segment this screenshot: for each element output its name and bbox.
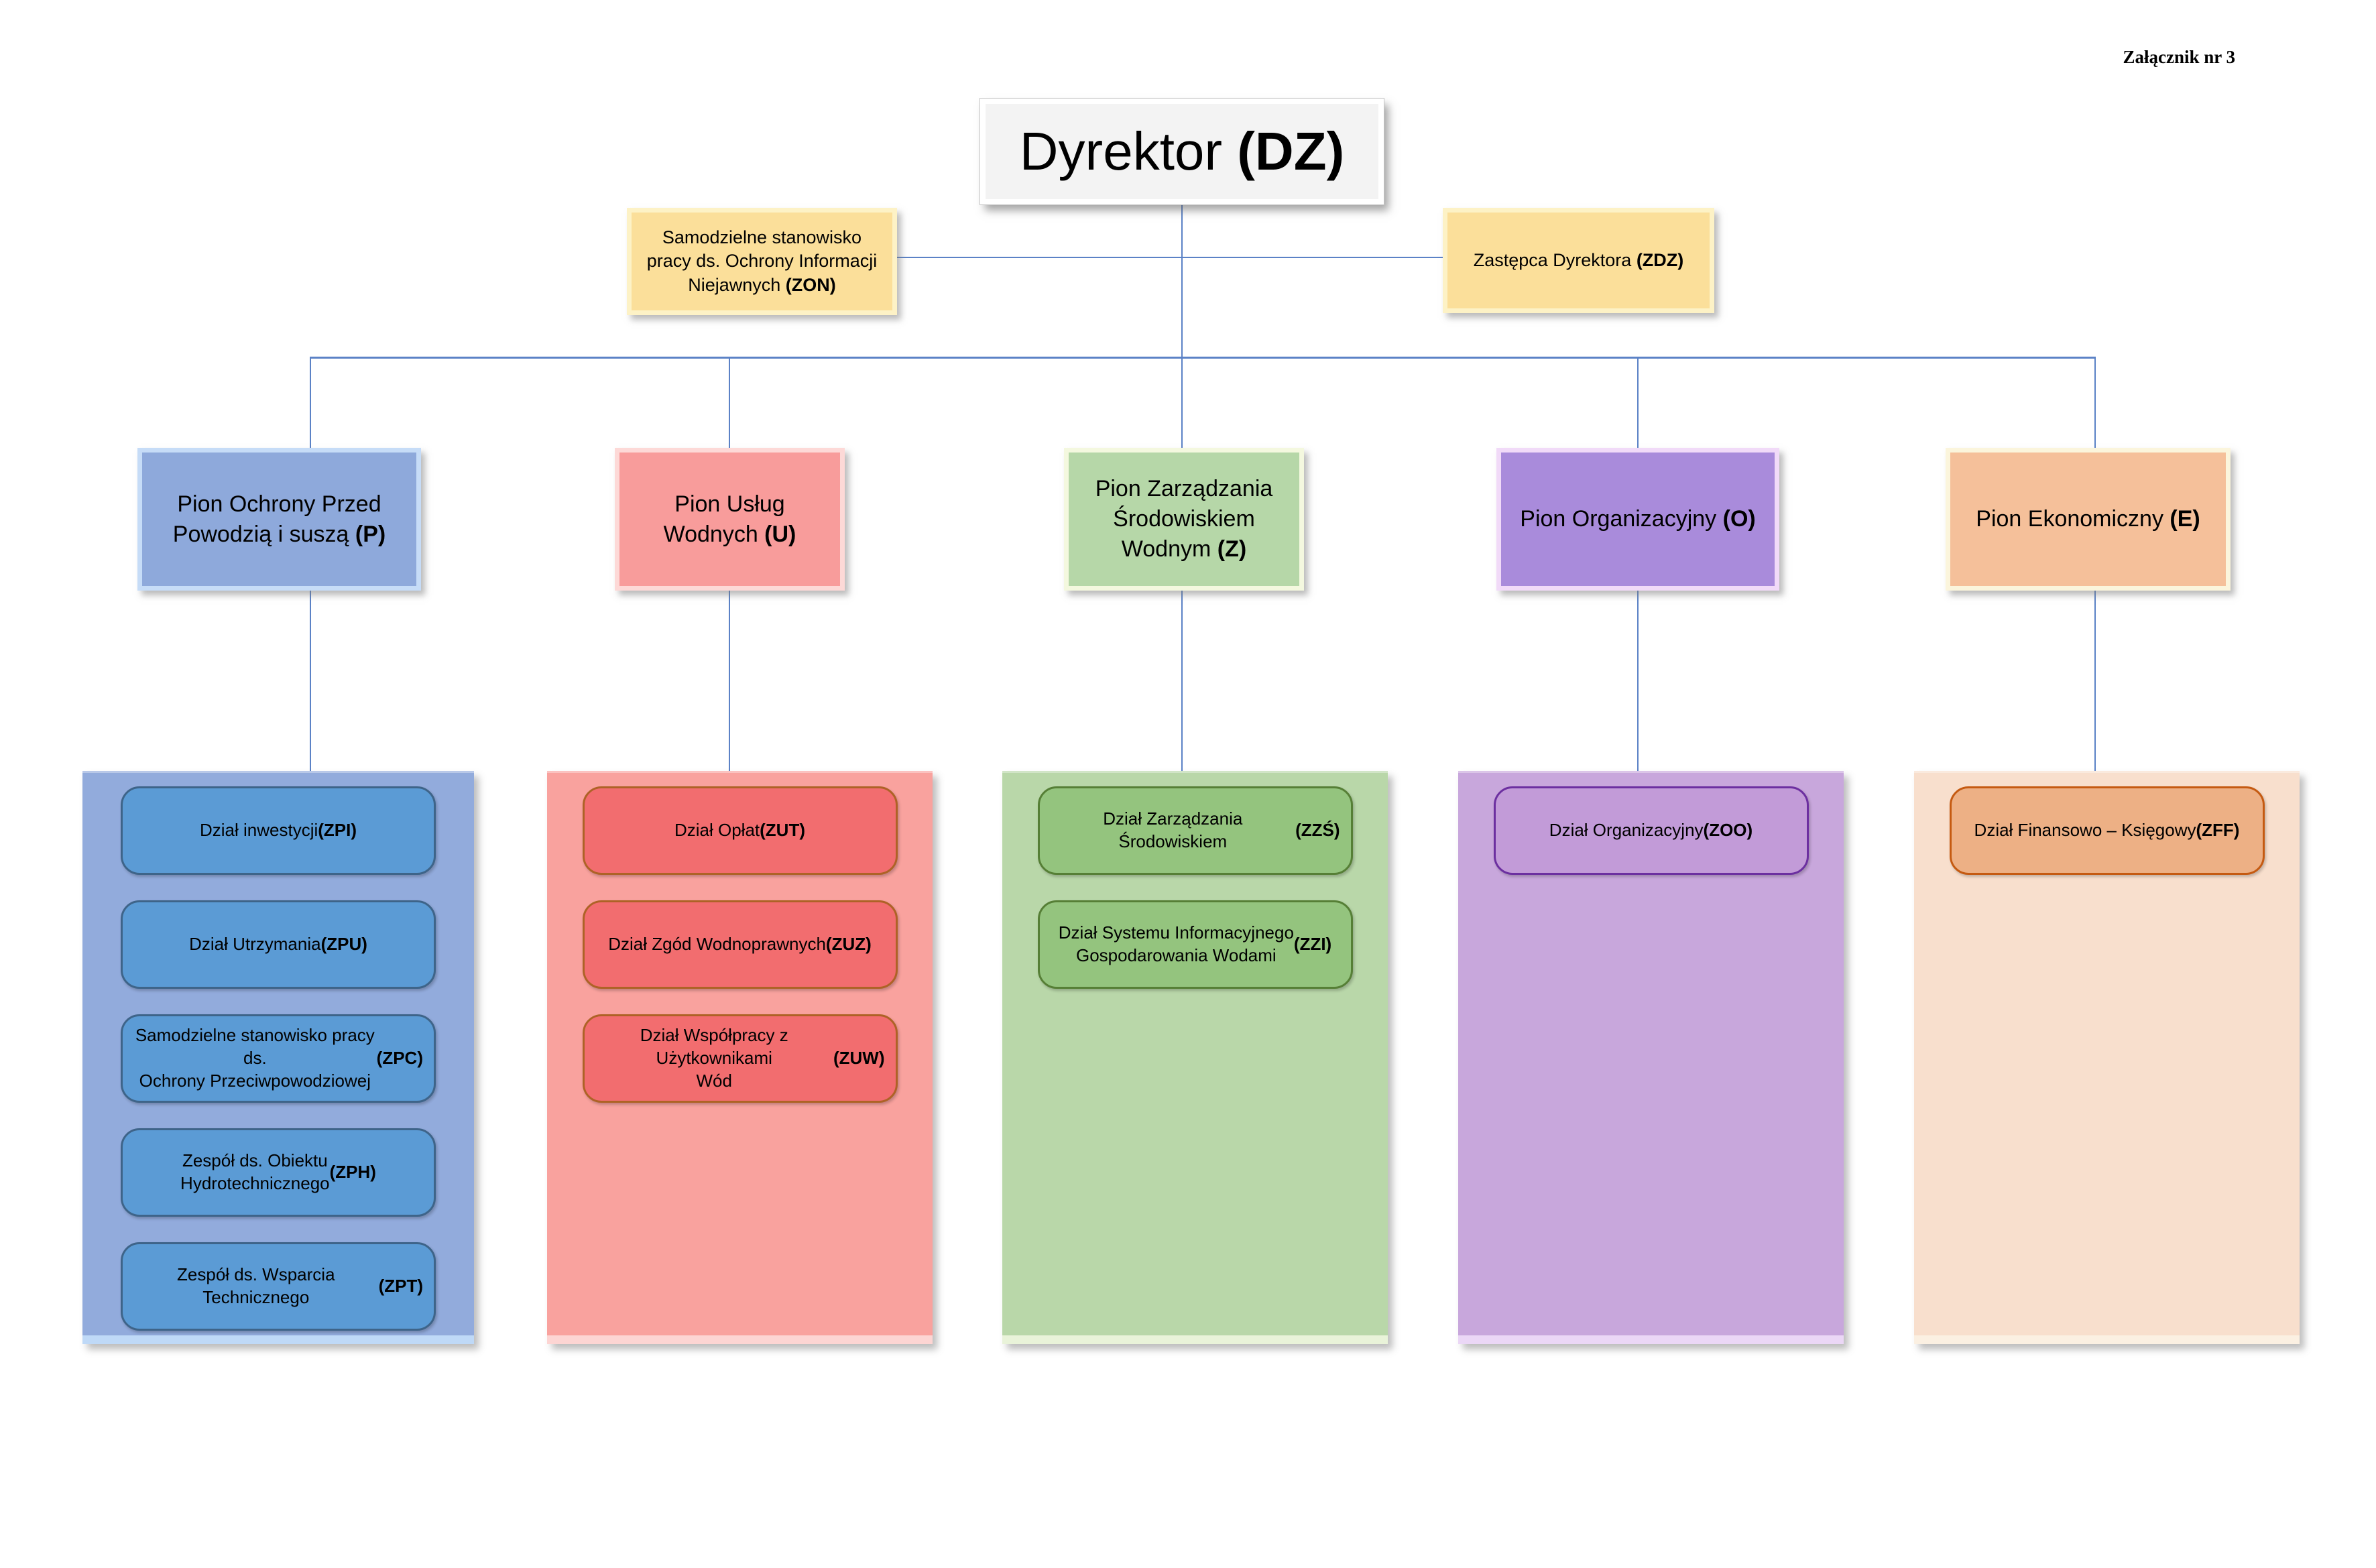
container-division-water-environment: Dział Zarządzania Środowiskiem(ZZŚ) Dział… [1002,771,1388,1344]
node-division-organizational: Pion Organizacyjny (O) [1496,448,1779,591]
node-division-economic: Pion Ekonomiczny (E) [1946,448,2231,591]
connector-drop-units-p [310,591,311,771]
container-division-flood-protection: Dział inwestycji (ZPI) Dział Utrzymania (… [82,771,474,1344]
connector-drop-units-e [2094,591,2096,771]
unit-box-zoo: Dział Organizacyjny (ZOO) [1493,786,1809,875]
node-label: Pion Ekonomiczny (E) [1976,506,2200,532]
node-deputy-director: Zastępca Dyrektora (ZDZ) [1443,208,1714,313]
connector-drop-division-u [729,358,730,448]
node-label: Dyrektor (DZ) [1019,121,1345,181]
connector-drop-division-p [310,358,311,448]
node-director: Dyrektor (DZ) [979,98,1384,205]
unit-box-zuz: Dział Zgód Wodnoprawnych (ZUZ) [582,900,898,989]
connector-drop-division-o [1637,358,1639,448]
connector-drop-units-z [1181,591,1183,771]
unit-box-zpc: Samodzielne stanowisko pracy ds.Ochrony … [121,1014,436,1103]
connector-root-vertical [1181,204,1183,448]
unit-box-zut: Dział Opłat(ZUT) [582,786,898,875]
unit-box-zpt: Zespół ds. Wsparcia Technicznego(ZPT) [121,1242,436,1331]
node-label: Zastępca Dyrektora (ZDZ) [1473,249,1684,270]
connector-drop-division-e [2094,358,2096,448]
node-label: Pion Organizacyjny (O) [1520,506,1756,532]
container-division-water-services: Dział Opłat(ZUT) Dział Zgód Wodnoprawnych… [547,771,933,1344]
connector-main-horizontal [310,357,2096,359]
unit-box-zpi: Dział inwestycji (ZPI) [121,786,436,875]
connector-staff-horizontal [897,257,1443,258]
unit-box-zff: Dział Finansowo – Księgowy (ZFF) [1949,786,2265,875]
attachment-label: Załącznik nr 3 [2123,47,2235,67]
container-division-organizational: Dział Organizacyjny (ZOO) [1458,771,1844,1344]
unit-box-zzś: Dział Zarządzania Środowiskiem(ZZŚ) [1037,786,1353,875]
container-division-economic: Dział Finansowo – Księgowy (ZFF) [1914,771,2300,1344]
connector-drop-units-o [1637,591,1639,771]
connector-drop-units-u [729,591,730,771]
unit-box-zpu: Dział Utrzymania (ZPU) [121,900,436,989]
